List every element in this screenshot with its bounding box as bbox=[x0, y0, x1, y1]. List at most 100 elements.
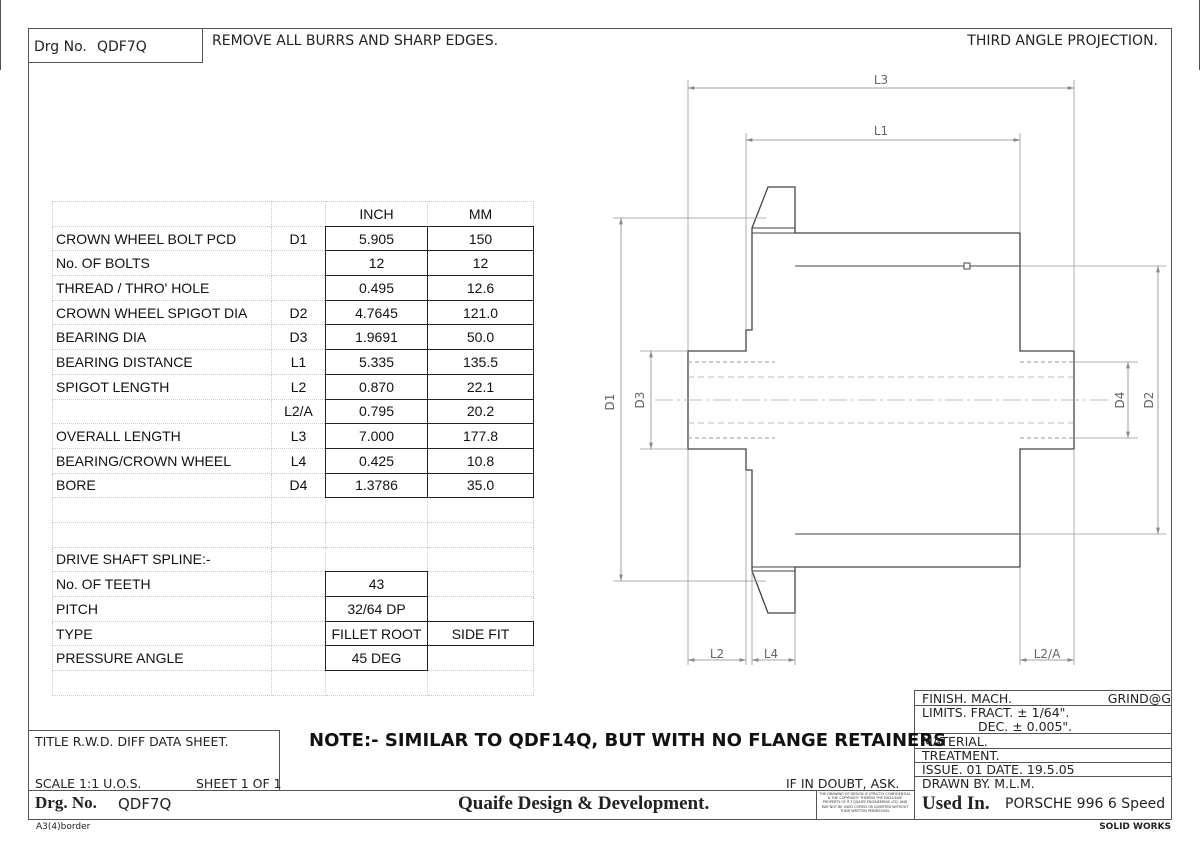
row-inch: 5.905 bbox=[325, 225, 428, 252]
if-doubt-note: IF IN DOUBT, ASK. bbox=[786, 776, 900, 791]
dim-label-d1: D1 bbox=[603, 394, 617, 411]
dim-label-l2a: L2/A bbox=[1034, 647, 1061, 661]
edge-mark-left bbox=[0, 0, 1, 70]
tb-scale-line bbox=[28, 790, 914, 791]
scale-label: SCALE 1:1 U.O.S. bbox=[35, 776, 142, 791]
empty-cell bbox=[52, 670, 272, 696]
empty-cell bbox=[325, 670, 428, 696]
sheet-label: SHEET 1 OF 1 bbox=[196, 776, 282, 791]
finish-label: FINISH. MACH. bbox=[922, 691, 1012, 706]
dim-label-l3: L3 bbox=[874, 73, 888, 87]
row-label: THREAD / THRO' HOLE bbox=[52, 275, 272, 301]
company-name: Quaife Design & Development. bbox=[458, 793, 710, 814]
similarity-note: NOTE:- SIMILAR TO QDF14Q, BUT WITH NO FL… bbox=[309, 730, 947, 751]
dim-label-l1: L1 bbox=[874, 124, 888, 138]
empty-cell bbox=[427, 670, 534, 696]
row-code: D1 bbox=[271, 225, 326, 252]
column-header-mm: MM bbox=[427, 201, 534, 227]
row-label: CROWN WHEEL SPIGOT DIA bbox=[52, 299, 272, 326]
row-label: No. OF BOLTS bbox=[52, 250, 272, 277]
used-in-label: Used In. bbox=[922, 793, 990, 814]
treatment-label: TREATMENT. bbox=[922, 748, 1000, 763]
spline-title: DRIVE SHAFT SPLINE:- bbox=[52, 546, 272, 573]
dim-label-d2: D2 bbox=[1142, 392, 1156, 409]
drawing-title: TITLE R.W.D. DIFF DATA SHEET. bbox=[35, 734, 229, 749]
column-header bbox=[271, 201, 326, 227]
issue-date: ISSUE. 01 DATE. 19.5.05 bbox=[922, 762, 1075, 777]
empty-cell bbox=[325, 546, 428, 573]
note-burrs: REMOVE ALL BURRS AND SHARP EDGES. bbox=[212, 33, 499, 49]
footer-drg-label: Drg. No. bbox=[35, 793, 97, 812]
border-name: A3(4)border bbox=[36, 822, 91, 832]
row-label: SPIGOT LENGTH bbox=[52, 373, 272, 400]
tb-title-vertical bbox=[279, 730, 280, 790]
row-inch: 1.9691 bbox=[325, 324, 428, 351]
dim-label-d3: D3 bbox=[633, 392, 647, 409]
header-box-right bbox=[202, 28, 203, 62]
material-label: MATERIAL. bbox=[922, 734, 988, 749]
tb-row-line bbox=[914, 748, 1172, 749]
row-code: D4 bbox=[271, 472, 326, 499]
row-label: PRESSURE ANGLE bbox=[52, 645, 272, 672]
used-in-value: PORSCHE 996 6 Speed bbox=[1005, 796, 1166, 812]
tb-right-block-top bbox=[914, 690, 1172, 691]
header-drg-label: Drg No. bbox=[34, 39, 87, 55]
row-inch: 4.7645 bbox=[325, 299, 428, 326]
row-inch: 5.335 bbox=[325, 349, 428, 375]
projection-note: THIRD ANGLE PROJECTION. bbox=[967, 33, 1158, 49]
empty-cell bbox=[427, 497, 534, 523]
sheet-border-bottom bbox=[28, 819, 1172, 820]
empty-cell bbox=[271, 497, 326, 523]
software-label: SOLID WORKS bbox=[1099, 822, 1171, 832]
row-mm: 121.0 bbox=[427, 299, 534, 326]
sheet-border-left bbox=[28, 28, 29, 820]
sheet-border-right bbox=[1171, 28, 1172, 820]
dim-label-l4: L4 bbox=[764, 647, 778, 661]
empty-cell bbox=[271, 645, 326, 672]
tb-row-line bbox=[914, 762, 1172, 763]
dim-label-l2: L2 bbox=[710, 647, 724, 661]
tb-row-line bbox=[914, 733, 1172, 734]
column-header-inch: INCH bbox=[325, 201, 428, 227]
row-label: OVERALL LENGTH bbox=[52, 423, 272, 449]
header-drg-number: QDF7Q bbox=[97, 39, 147, 55]
row-label: CROWN WHEEL BOLT PCD bbox=[52, 225, 272, 252]
drawn-by: DRAWN BY. M.L.M. bbox=[922, 776, 1035, 791]
row-inch: 0.870 bbox=[325, 373, 428, 400]
footer-drg-number: QDF7Q bbox=[118, 795, 172, 813]
header-box-bottom bbox=[28, 62, 203, 63]
tb-conf-left bbox=[816, 790, 817, 820]
empty-cell bbox=[271, 596, 326, 622]
row-mm: 150 bbox=[427, 225, 534, 252]
finish-grind: GRIND@G bbox=[1107, 691, 1171, 706]
tb-row-line bbox=[914, 776, 1172, 777]
confidential-notice: THE DRAWING OF DESIGN IS STRICTLY CONFID… bbox=[819, 792, 911, 813]
part-notch bbox=[963, 262, 971, 270]
tb-right-block-left bbox=[914, 690, 915, 820]
table-row-empty bbox=[52, 670, 534, 696]
empty-cell bbox=[427, 521, 534, 548]
limits-fract: LIMITS. FRACT. ± 1/64". bbox=[922, 705, 1070, 720]
row-mm: 20.2 bbox=[427, 398, 534, 425]
row-inch: 7.000 bbox=[325, 423, 428, 449]
table-row-empty bbox=[52, 521, 534, 548]
row-value: 43 bbox=[325, 571, 428, 597]
tb-row-line bbox=[914, 705, 1172, 706]
tb-top-line bbox=[28, 730, 280, 731]
limits-dec: DEC. ± 0.005". bbox=[978, 719, 1073, 734]
row-label: BEARING DISTANCE bbox=[52, 349, 272, 375]
row-label: BORE bbox=[52, 472, 272, 499]
empty-cell bbox=[427, 546, 534, 573]
